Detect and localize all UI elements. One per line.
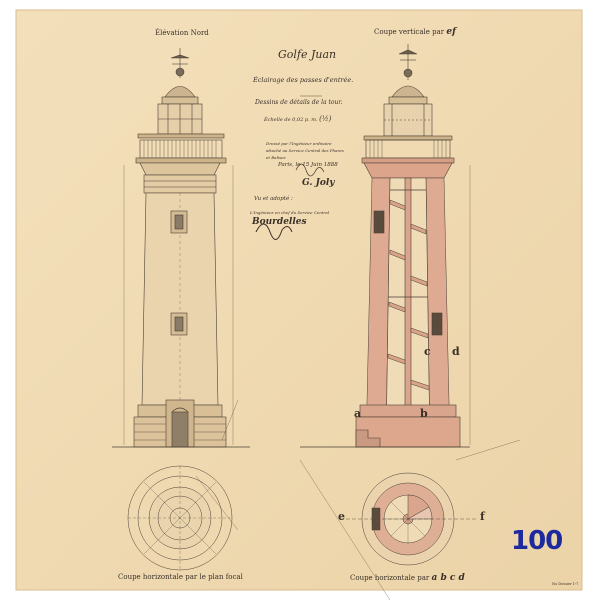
vu-line2: L'Ingénieur en chef du Service Central (250, 210, 330, 215)
section-letter-a: a (354, 407, 362, 420)
abcd-section (340, 472, 478, 566)
vu-line1: Vu et adopté : (254, 196, 293, 202)
title-right-ref: ef (446, 27, 456, 37)
paper (15, 9, 583, 591)
caption-right-ref: a b c d (431, 573, 465, 583)
north-elevation (112, 48, 250, 448)
section-letter-f: f (480, 510, 485, 523)
header-subject: Éclairage des passes d'entrée. (253, 76, 354, 84)
section-letter-e: e (338, 510, 345, 523)
title-right: Coupe verticale par ef (374, 27, 456, 37)
vertical-section (299, 44, 521, 600)
corner-note: No Dossier 1-7 (552, 582, 579, 586)
signature-marks (255, 95, 325, 240)
stamp-number: 100 (511, 526, 563, 556)
caption-left: Coupe horizontale par le plan focal (118, 573, 243, 581)
approval-block: Dressé par l'Ingénieur ordinaire attaché… (266, 140, 366, 170)
title-right-text: Coupe verticale par (374, 28, 445, 36)
approval-date: Paris, le 15 Juin 1888 (278, 162, 338, 168)
approval-line: Dressé par l'Ingénieur ordinaire (266, 141, 332, 146)
archive-stamp: 100 (511, 526, 569, 556)
approval-line: et Balises (266, 155, 286, 160)
section-letter-b: b (420, 407, 428, 420)
header-detail: Dessins de détails de la tour. (255, 99, 343, 106)
header-scale-text: Échelle de 0,02 p. m. (264, 117, 318, 123)
focal-plane-section (127, 465, 239, 571)
approval-signature: G. Joly (302, 178, 335, 188)
caption-right-text: Coupe horizontale par (350, 574, 430, 582)
section-letter-d: d (452, 345, 460, 358)
header-place: Golfe Juan (278, 48, 337, 61)
caption-right: Coupe horizontale par a b c d (350, 573, 465, 583)
header-scale: Échelle de 0,02 p. m. (½) (264, 115, 331, 123)
approval-line: attaché au Service Central des Phares (266, 148, 344, 153)
header-scale-note: (½) (319, 115, 332, 123)
vu-signature: Bourdelles (252, 217, 307, 227)
section-letter-c: c (424, 345, 431, 358)
title-left: Élévation Nord (155, 29, 209, 37)
